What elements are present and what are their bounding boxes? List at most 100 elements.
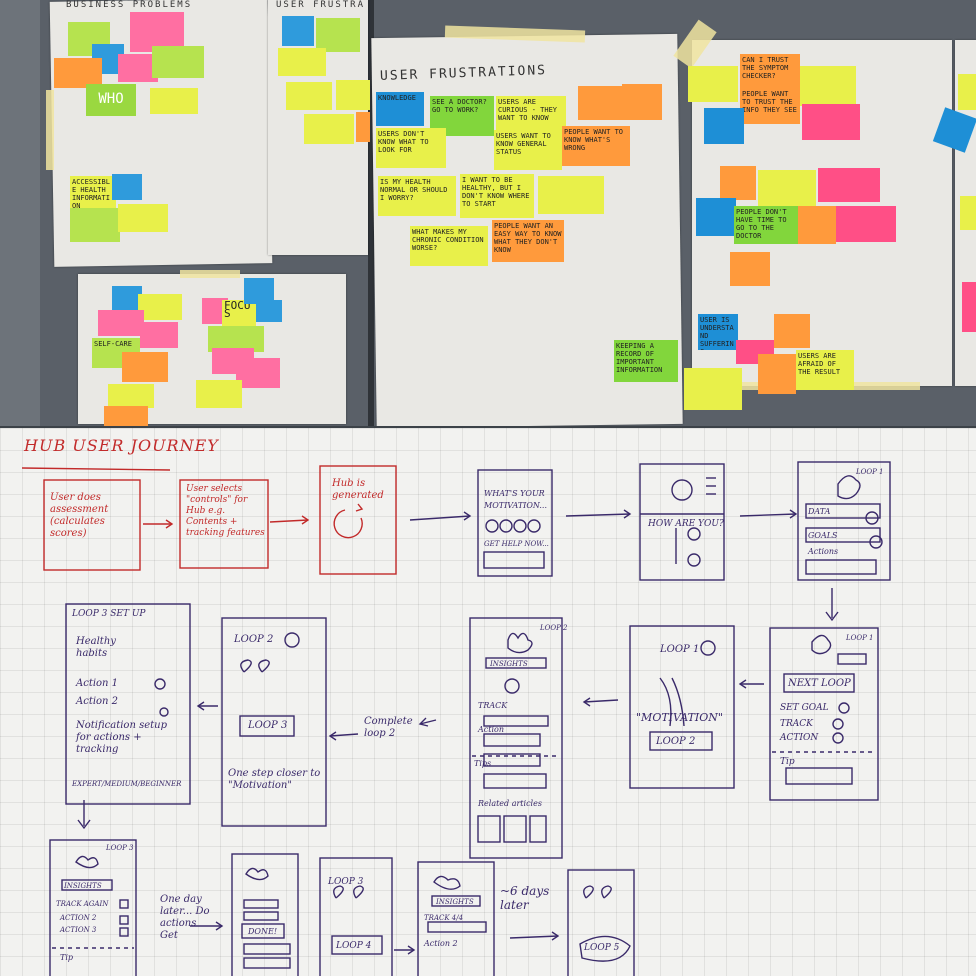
sticky-note [758, 354, 796, 394]
sketch-data: DATA [808, 507, 831, 516]
note-can-i-trust: CAN I TRUST THE SYMPTOM CHECKER? [740, 54, 800, 90]
sketch-loop1-a: LOOP 1 [856, 468, 884, 476]
sketch-how-are-you: HOW ARE YOU? [648, 519, 724, 529]
sketch-loop4: LOOP 4 [336, 941, 372, 951]
sticky-note [104, 406, 148, 426]
sketch-action: ACTION [780, 733, 819, 743]
sketch-loop5: LOOP 5 [584, 943, 620, 953]
sketch-loop1-b: LOOP 1 [846, 634, 874, 642]
sticky-note [108, 384, 154, 408]
tape [180, 270, 240, 278]
sketch-motivation-label: "MOTIVATION" [636, 711, 723, 724]
sticky-note [802, 104, 860, 140]
sticky-note [960, 196, 976, 230]
sticky-note [150, 88, 198, 114]
note-focus: FOCUS [222, 300, 256, 326]
sticky-note [304, 114, 354, 144]
sketch-expert-medium-beginner: EXPERT/MEDIUM/BEGINNER [72, 780, 182, 788]
sticky-note [798, 206, 836, 244]
note-want-to-be-healthy: I WANT TO BE HEALTHY, BUT I DON'T KNOW W… [460, 174, 534, 218]
sticky-note [112, 286, 142, 312]
sticky-note [118, 54, 158, 82]
sketch-tips: Tips [474, 759, 492, 768]
whiteboard-sketch [21, 461, 891, 976]
sketch-motivation: WHAT'S YOUR MOTIVATION... [484, 489, 547, 510]
sticky-note [140, 322, 178, 348]
sketch-action-2b: ACTION 2 [60, 914, 97, 922]
sketch-set-goal: SET GOAL [780, 703, 829, 713]
sketch-track-again: TRACK AGAIN [56, 900, 109, 908]
sketch-loop2-a: LOOP 2 [656, 736, 696, 747]
sketch-goals: GOALS [808, 531, 838, 540]
step-select-controls: User selects "controls" for Hub e.g. Con… [186, 484, 265, 538]
sketch-complete-loop2: Complete loop 2 [364, 716, 413, 739]
sticky-note [684, 368, 742, 410]
sticky-note [282, 16, 314, 46]
sketch-tip-b: Tip [60, 953, 74, 962]
sticky-note [730, 252, 770, 286]
note-user-suffering: USER IS UNDERSTAND SUFFERING [698, 314, 738, 350]
whiteboard-title: HUB USER JOURNEY [24, 436, 219, 455]
sketch-done: DONE! [248, 927, 278, 936]
sketch-actions: Actions [808, 547, 839, 556]
sketch-loop3-c: LOOP 3 [328, 877, 364, 887]
sticky-note [774, 314, 810, 348]
sketch-tip: Tip [780, 757, 795, 767]
sticky-note [836, 206, 896, 242]
sketch-action-3: ACTION 3 [60, 926, 97, 934]
sticky-note [244, 278, 274, 304]
sticky-note [98, 310, 144, 336]
sticky-note [578, 86, 622, 120]
note-users-dont-know: USERS DON'T KNOW WHAT TO LOOK FOR [376, 128, 446, 168]
sketch-loop2-c: LOOP 2 [234, 634, 274, 645]
sketch-notification-setup: Notification setup for actions + trackin… [76, 720, 167, 755]
sticky-note [256, 300, 282, 322]
sticky-note [112, 174, 142, 200]
sketch-next-loop: NEXT LOOP [788, 678, 851, 689]
window-divider [368, 0, 374, 426]
sketch-insights-c: INSIGHTS [436, 898, 474, 906]
sticky-note [336, 80, 370, 110]
sticky-note [356, 112, 370, 142]
sketch-track-a: TRACK [478, 701, 508, 710]
note-keeping-a-record: KEEPING A RECORD OF IMPORTANT INFORMATIO… [614, 340, 678, 382]
note-easy-way: PEOPLE WANT AN EASY WAY TO KNOW WHAT THE… [492, 220, 564, 262]
sketch-loop2-b: LOOP 2 [540, 624, 568, 632]
sticky-note [122, 352, 168, 382]
sticky-note [538, 176, 604, 214]
note-afraid-of-result: USERS ARE AFRAID OF THE RESULT [796, 350, 854, 390]
sketch-one-day-later: One day later... Do actions Get [160, 894, 210, 941]
sketch-six-days-later: ~6 days later [500, 884, 550, 912]
tape [46, 90, 54, 170]
sticky-note [236, 358, 280, 388]
sticky-note [316, 18, 360, 52]
sketch-loop3-a: LOOP 3 [248, 720, 288, 731]
note-who: WHO [86, 84, 136, 116]
sticky-note [688, 66, 738, 102]
sticky-note [286, 82, 332, 110]
sticky-note [696, 198, 736, 236]
whiteboard-user-journey: HUB USER JOURNEY User does assessment (c… [0, 428, 976, 976]
sticky-note [130, 12, 184, 52]
sticky-note [278, 48, 326, 76]
note-is-my-health-normal: IS MY HEALTH NORMAL OR SHOULD I WORRY? [378, 176, 456, 216]
sticky-note [958, 74, 976, 110]
sketch-loop3-setup: LOOP 3 SET UP [72, 609, 146, 619]
sticky-note [208, 326, 264, 352]
panel-title-business-problems: BUSINESS PROBLEMS [66, 0, 193, 10]
sticky-note [622, 84, 662, 120]
sketch-track: TRACK [780, 719, 813, 729]
sketch-related-articles: Related articles [478, 799, 542, 808]
note-no-time-doctor: PEOPLE DON'T HAVE TIME TO GO TO THE DOCT… [734, 206, 798, 244]
note-accessible-health-information: ACCESSIBLE HEALTH INFORMATION [70, 176, 116, 212]
step-assessment: User does assessment (calculates scores) [50, 492, 109, 539]
sketch-one-step: One step closer to "Motivation" [228, 768, 321, 791]
sticky-note [720, 166, 756, 200]
sticky-note [196, 380, 242, 408]
sketch-loop3-b: LOOP 3 [106, 844, 134, 852]
sticky-note [704, 108, 744, 144]
note-users-want-general-status: USERS WANT TO KNOW GENERAL STATUS [494, 130, 562, 170]
wall-left [0, 0, 40, 426]
sketch-healthy-habits: Healthy habits [76, 636, 116, 659]
note-chronic-condition: WHAT MAKES MY CHRONIC CONDITION WORSE? [410, 226, 488, 266]
